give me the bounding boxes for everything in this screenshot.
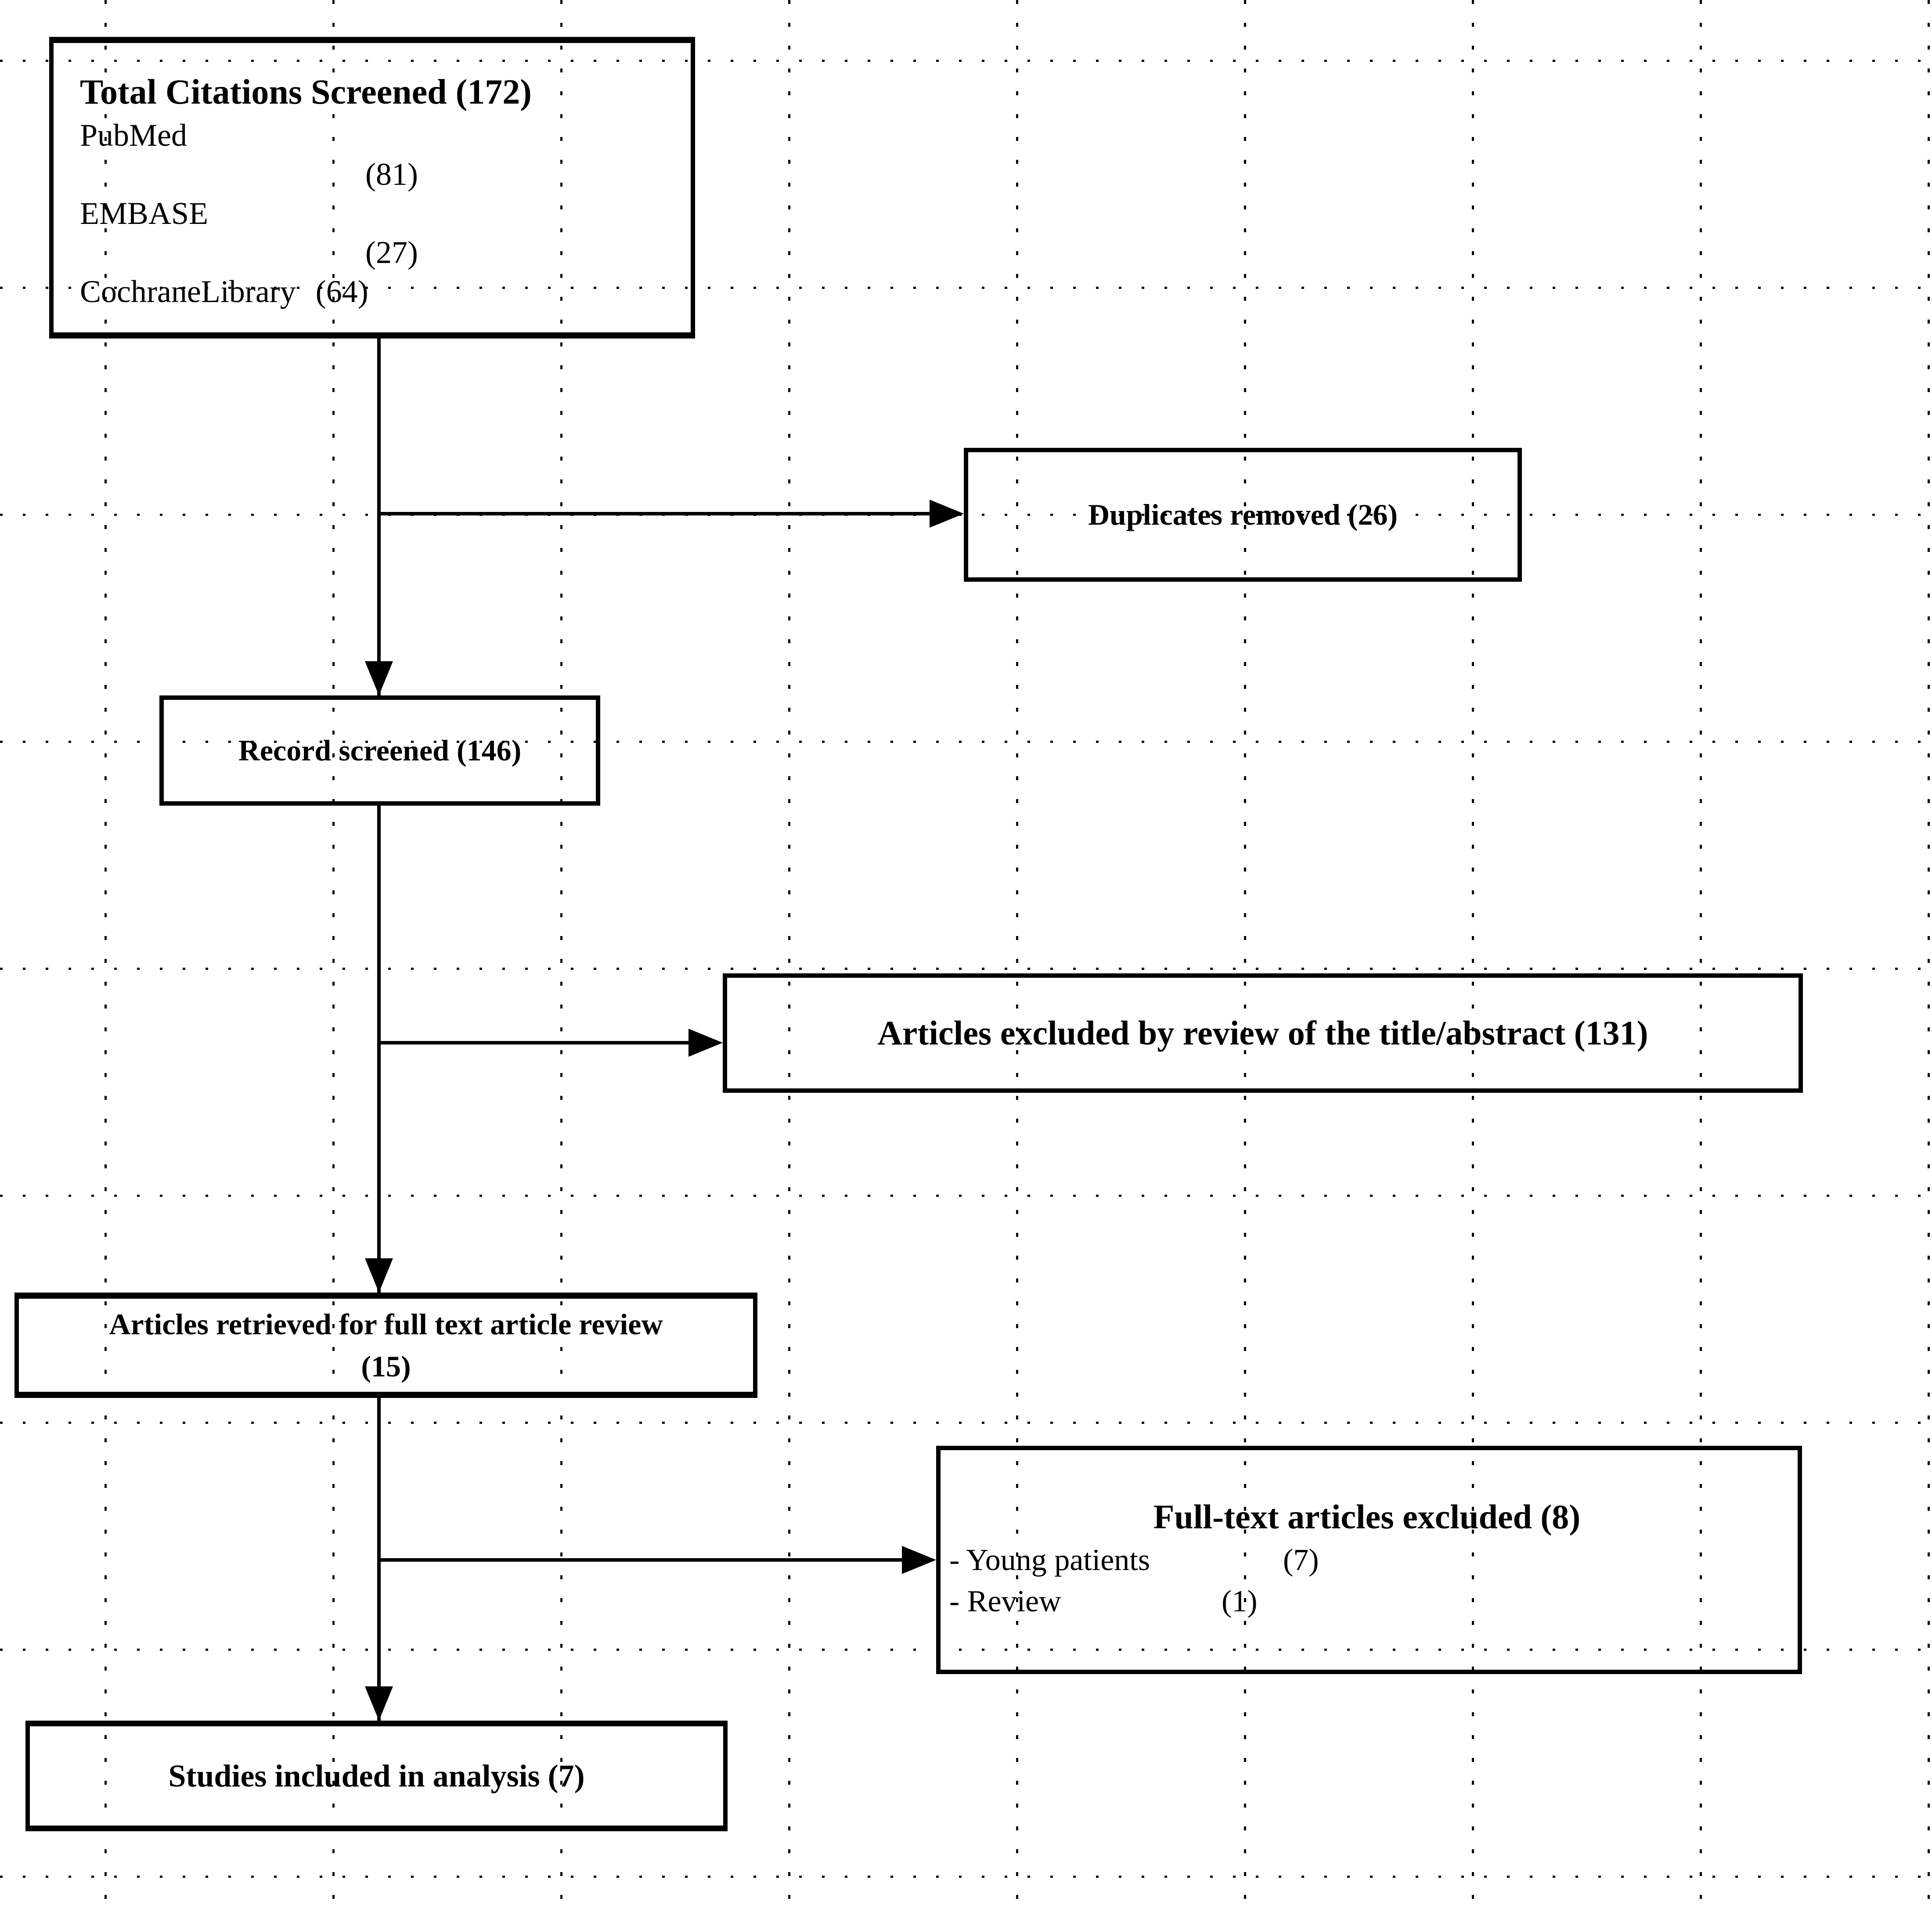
box-records-screened: Record screened (146) bbox=[159, 695, 600, 806]
box-duplicates-removed: Duplicates removed (26) bbox=[964, 448, 1522, 582]
box-title: Full-text articles excluded (8) bbox=[1153, 1498, 1581, 1536]
grid-horizontal-dotted-line bbox=[0, 741, 1932, 743]
connector-branch-3 bbox=[379, 1558, 902, 1562]
source-count: (27) bbox=[365, 235, 418, 270]
source-name: EMBASE bbox=[80, 196, 209, 231]
arrow-down-icon bbox=[365, 1686, 393, 1721]
grid-vertical-dotted-line bbox=[332, 0, 335, 1916]
connector-branch-1 bbox=[379, 512, 930, 515]
grid-vertical-dotted-line bbox=[1244, 0, 1246, 1916]
grid-horizontal-dotted-line bbox=[0, 287, 1932, 289]
box-studies-included: Studies included in analysis (7) bbox=[25, 1721, 728, 1831]
grid-horizontal-dotted-line bbox=[0, 1876, 1932, 1878]
reason-count: (1) bbox=[1222, 1585, 1258, 1618]
box-count: (15) bbox=[361, 1350, 411, 1383]
grid-vertical-dotted-line bbox=[1928, 0, 1930, 1916]
box-full-text-articles-excluded: Full-text articles excluded (8) - Young … bbox=[936, 1446, 1802, 1674]
box-label: Duplicates removed (26) bbox=[1088, 498, 1398, 531]
arrow-down-icon bbox=[365, 661, 393, 695]
arrow-right-icon bbox=[902, 1546, 936, 1574]
grid-horizontal-dotted-line bbox=[0, 968, 1932, 970]
connector-vertical-1 bbox=[377, 339, 381, 695]
source-name: PubMed bbox=[80, 118, 187, 153]
arrow-down-icon bbox=[365, 1258, 393, 1293]
reason-name: - Young patients bbox=[949, 1543, 1150, 1577]
box-articles-retrieved-full-text: Articles retrieved for full text article… bbox=[14, 1293, 757, 1398]
arrow-right-icon bbox=[930, 500, 964, 528]
grid-vertical-dotted-line bbox=[105, 0, 107, 1916]
arrow-right-icon bbox=[688, 1029, 723, 1057]
box-label: Studies included in analysis (7) bbox=[168, 1758, 585, 1794]
source-name: CochraneLibrary bbox=[80, 274, 296, 309]
grid-horizontal-dotted-line bbox=[0, 1422, 1932, 1424]
grid-horizontal-dotted-line bbox=[0, 60, 1932, 62]
grid-vertical-dotted-line bbox=[1700, 0, 1702, 1916]
exclusion-reason-row: - Young patients (7) bbox=[949, 1540, 1784, 1581]
grid-horizontal-dotted-line bbox=[0, 1649, 1932, 1651]
box-label: Record screened (146) bbox=[238, 734, 522, 767]
box-articles-excluded-title-abstract: Articles excluded by review of the title… bbox=[723, 973, 1803, 1093]
box-label: Articles excluded by review of the title… bbox=[877, 1014, 1648, 1052]
reason-name: - Review bbox=[949, 1585, 1061, 1618]
connector-branch-2 bbox=[379, 1041, 688, 1044]
grid-horizontal-dotted-line bbox=[0, 1195, 1932, 1197]
exclusion-reason-row: - Review (1) bbox=[949, 1581, 1784, 1622]
source-count: (81) bbox=[365, 157, 418, 192]
source-count: (64) bbox=[315, 274, 368, 309]
box-title: Total Citations Screened (172) bbox=[80, 73, 532, 112]
grid-vertical-dotted-line bbox=[1016, 0, 1018, 1916]
grid-vertical-dotted-line bbox=[788, 0, 790, 1916]
source-row: CochraneLibrary (64) bbox=[80, 272, 673, 311]
grid-vertical-dotted-line bbox=[560, 0, 562, 1916]
box-total-citations-screened: Total Citations Screened (172) PubMed (8… bbox=[49, 37, 695, 339]
connector-vertical-2 bbox=[377, 806, 381, 1293]
reason-count: (7) bbox=[1283, 1543, 1319, 1577]
grid-vertical-dotted-line bbox=[1472, 0, 1474, 1916]
box-label: Articles retrieved for full text article… bbox=[109, 1307, 663, 1341]
